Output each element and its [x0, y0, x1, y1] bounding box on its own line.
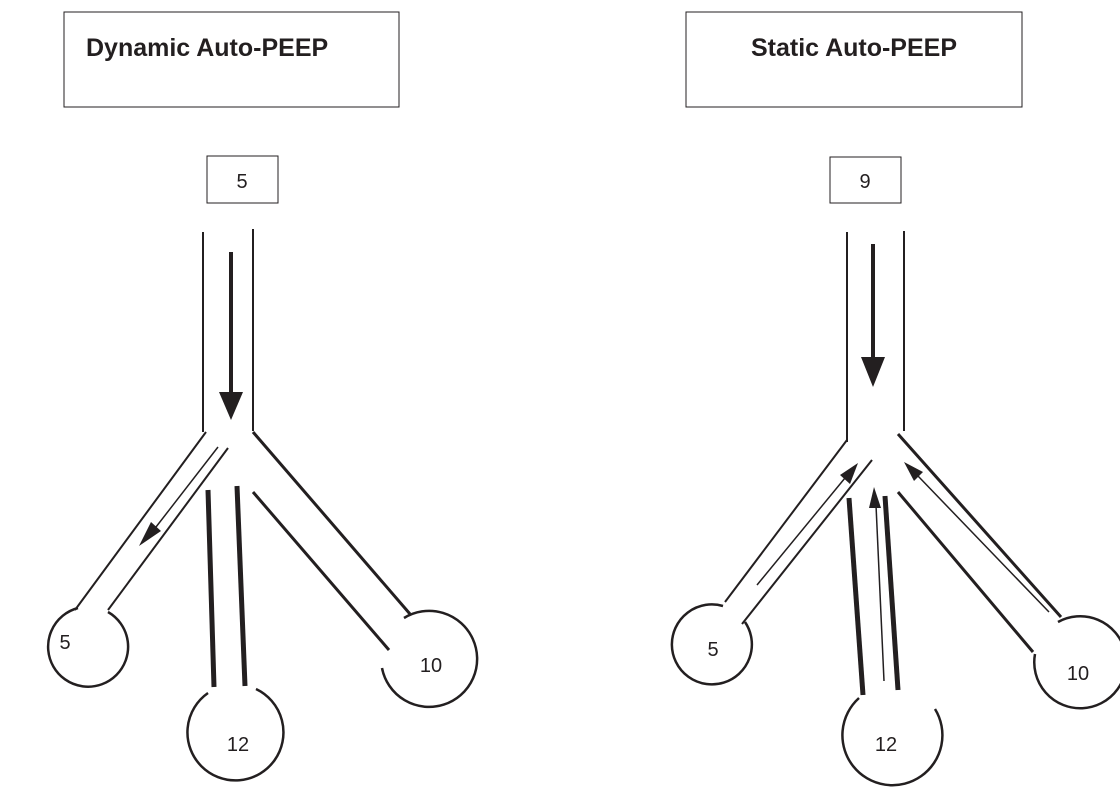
dynamic-inflow-arrow-down: [219, 252, 243, 420]
dynamic-alveolus-left: 5: [46, 606, 130, 688]
dynamic-alveolus-right: 10: [380, 609, 479, 709]
dynamic-right-branch-inner-wall: [251, 491, 391, 651]
static-auto-peep-panel: Static Auto-PEEP 9 5 12 10: [670, 11, 1120, 787]
dynamic-title-box: Dynamic Auto-PEEP: [63, 11, 400, 108]
static-alveolus-right: 10: [1033, 615, 1120, 710]
static-right-branch-outer-wall: [896, 433, 1063, 618]
static-title: Static Auto-PEEP: [751, 34, 957, 62]
dynamic-flow-arrow-to-left-alveolus: [139, 446, 219, 546]
dynamic-airway-pressure-value: 5: [236, 171, 247, 193]
static-alveolus-middle: 12: [841, 697, 944, 787]
dynamic-left-branch-outer-wall: [74, 431, 207, 611]
dynamic-middle-branch-left-wall: [205, 489, 217, 688]
dynamic-left-branch-inner-wall: [107, 447, 229, 611]
dynamic-title: Dynamic Auto-PEEP: [86, 34, 328, 62]
dynamic-airway-pressure-box: 5: [206, 155, 279, 204]
dynamic-right-branch-outer-wall: [251, 431, 412, 615]
static-flow-arrow-from-left-alveolus: [756, 463, 858, 586]
static-middle-branch-left-wall: [846, 497, 866, 696]
static-title-box: Static Auto-PEEP: [685, 11, 1023, 108]
static-airway-pressure-value: 9: [859, 171, 870, 193]
static-alveolus-middle-label: 12: [875, 734, 897, 756]
static-left-branch-outer-wall: [724, 439, 848, 603]
static-left-branch-inner-wall: [741, 459, 873, 625]
dynamic-alveolus-left-label: 5: [59, 632, 70, 654]
static-right-branch-inner-wall: [896, 491, 1035, 653]
dynamic-alveolus-right-label: 10: [420, 655, 442, 677]
static-alveolus-right-label: 10: [1067, 663, 1089, 685]
static-alveolus-left: 5: [670, 603, 754, 686]
dynamic-alveolus-middle-label: 12: [227, 734, 249, 756]
dynamic-auto-peep-panel: Dynamic Auto-PEEP 5 5 12 10: [46, 11, 479, 782]
static-flow-arrow-from-right-alveolus: [904, 462, 1050, 613]
dynamic-alveolus-middle: 12: [186, 687, 285, 782]
static-alveolus-left-label: 5: [707, 639, 718, 661]
static-middle-branch-right-wall: [882, 495, 901, 691]
dynamic-middle-branch-right-wall: [234, 485, 248, 687]
static-airway-pressure-box: 9: [829, 156, 902, 204]
static-flow-arrow-from-middle-alveolus: [869, 487, 885, 682]
static-inflow-arrow-down: [861, 244, 885, 387]
